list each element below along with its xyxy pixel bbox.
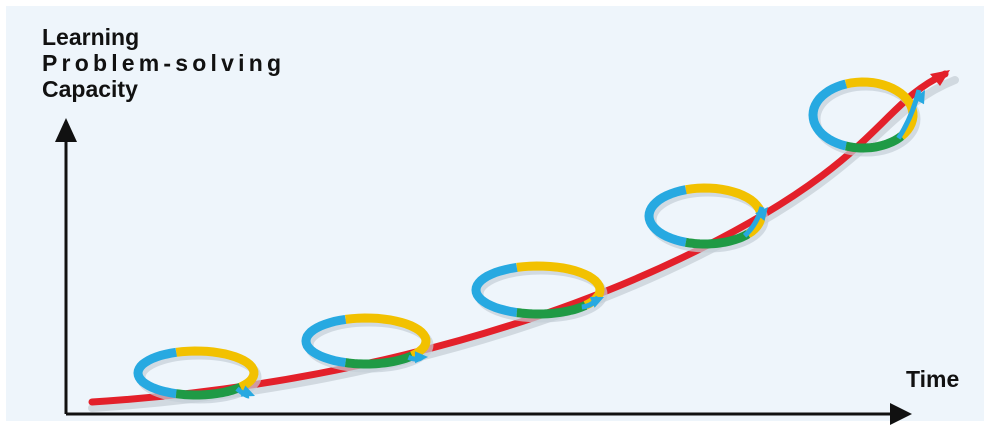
loop-segment-green — [517, 305, 586, 314]
x-axis-label: Time — [906, 368, 959, 391]
loop-segment-green — [686, 234, 748, 244]
x-axis-arrowhead — [890, 403, 912, 425]
loop-cycle-1 — [138, 351, 257, 399]
y-axis-label-line-3: Capacity — [42, 78, 138, 101]
y-axis-label-line-2: Problem-solving — [42, 52, 285, 75]
loop-cycle-3 — [476, 266, 604, 318]
loop-cycle-2 — [306, 318, 429, 368]
loop-cycle-4 — [649, 188, 768, 248]
y-axis-label-line-1: Learning — [42, 26, 139, 49]
y-axis-arrowhead — [55, 118, 77, 142]
learning-cycles — [138, 82, 925, 399]
loop-segment-green — [346, 356, 413, 364]
